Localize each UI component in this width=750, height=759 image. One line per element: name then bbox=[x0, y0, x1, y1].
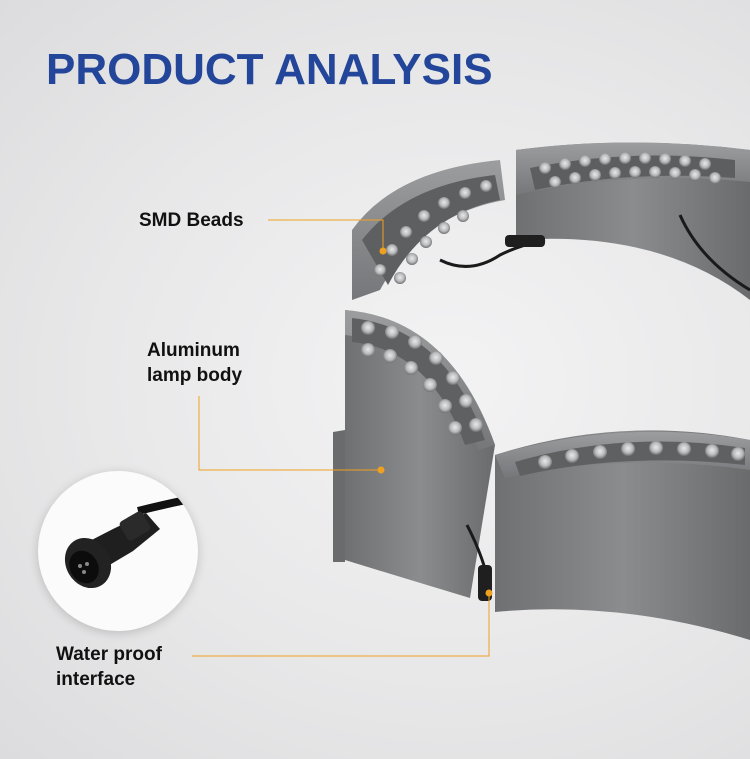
callout-waterproof-interface: Water proof interface bbox=[56, 642, 162, 692]
waterproof-connector-icon bbox=[64, 493, 198, 589]
leader-lines bbox=[192, 219, 490, 657]
lamp-segment-back bbox=[516, 142, 750, 300]
lamp-segment-left bbox=[352, 160, 505, 300]
connector-inset bbox=[38, 471, 198, 631]
callout-smd-beads: SMD Beads bbox=[139, 208, 244, 233]
lamp-segment-front-right bbox=[495, 430, 750, 640]
lamp-segment-front-left bbox=[333, 310, 495, 598]
leader-dots bbox=[377, 247, 493, 597]
page-title: PRODUCT ANALYSIS bbox=[46, 45, 493, 94]
callout-aluminum-body: Aluminum lamp body bbox=[147, 338, 242, 388]
callout-smd-label: SMD Beads bbox=[139, 210, 244, 231]
smd-beads bbox=[361, 152, 745, 469]
callout-waterproof-line1: Water proof bbox=[56, 644, 162, 665]
callout-aluminum-line2: lamp body bbox=[147, 365, 243, 386]
callout-waterproof-line2: interface bbox=[56, 669, 136, 690]
callout-aluminum-line1: Aluminum bbox=[147, 340, 240, 361]
